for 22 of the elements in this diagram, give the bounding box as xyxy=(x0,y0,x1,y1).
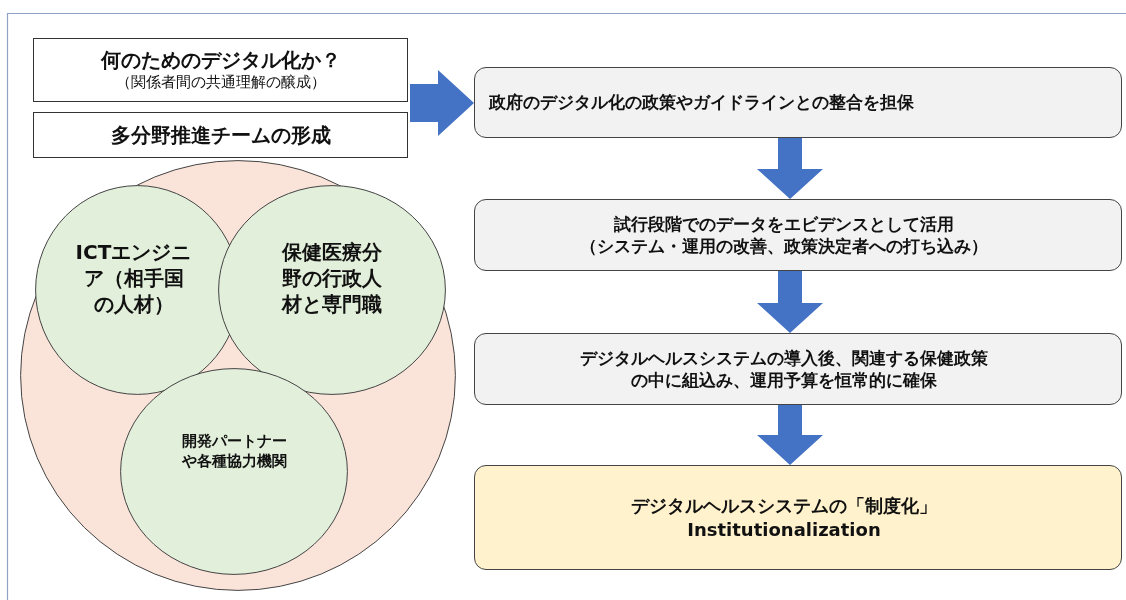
box-label: 何のためのデジタル化か？ xyxy=(100,47,341,74)
process-box xyxy=(474,465,1122,570)
circle-label: 保健医療分野の行政人材と専門職 xyxy=(280,239,383,317)
subtitle: （関係者間の共通理解の醸成） xyxy=(114,73,327,93)
block-arrow xyxy=(757,405,823,465)
circle-label: 開発パートナーや各種協力機関 xyxy=(180,432,288,471)
box-label: 政府のデジタル化の政策やガイドラインとの整合を担保 xyxy=(489,91,914,114)
block-arrow xyxy=(757,271,823,333)
block-arrow xyxy=(410,70,474,136)
process-box xyxy=(474,199,1122,271)
process-box xyxy=(474,67,1122,138)
box-label: Institutionalization xyxy=(686,517,882,541)
box-label: 試行段階でのデータをエビデンスとして活用 xyxy=(613,212,955,235)
box-label: デジタルヘルスシステムの導入後、関連する保健政策の中に組込み、運用予算を恒常的に確保 xyxy=(579,346,989,392)
box-label: （システム・運用の改善、政策決定者への打ち込み） xyxy=(580,235,988,258)
text-box xyxy=(33,112,408,158)
block-arrow xyxy=(757,138,823,199)
process-box xyxy=(474,333,1122,405)
circle-label: ICTエンジニア（相手国の人材） xyxy=(74,239,193,317)
text-box xyxy=(33,38,408,102)
box-label: 多分野推進チームの形成 xyxy=(110,122,331,148)
box-label: デジタルヘルスシステムの「制度化」 xyxy=(631,494,937,518)
